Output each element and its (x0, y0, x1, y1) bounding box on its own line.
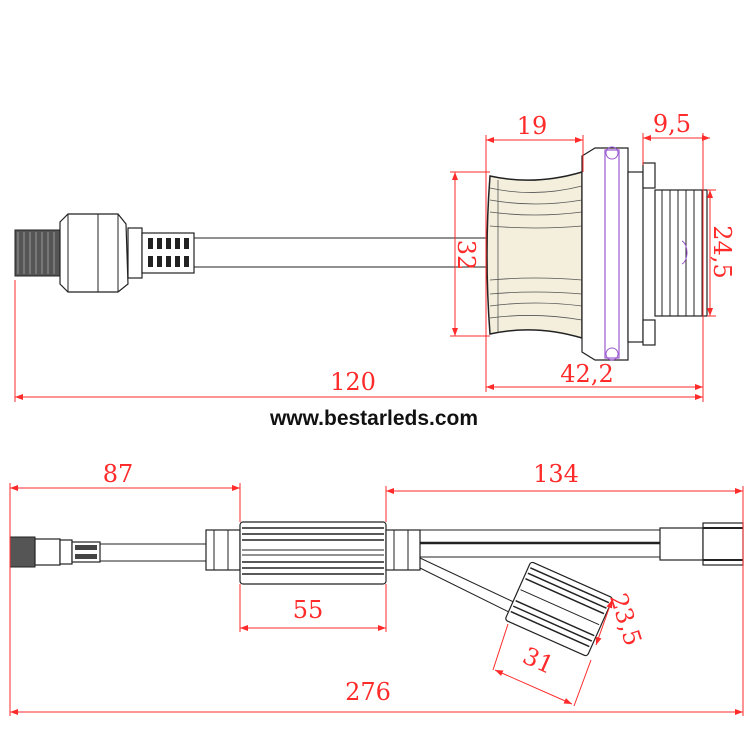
dim-thread-length: 9,5 (653, 110, 691, 138)
top-dimensions: 19 9,5 32 24,5 42,2 120 (14, 110, 736, 402)
output-cable (419, 529, 660, 616)
left-grommet (205, 529, 241, 571)
heatsink (486, 170, 583, 340)
o-ring (604, 149, 620, 359)
thread (654, 189, 708, 317)
dim-total-length-top: 120 (330, 368, 376, 396)
threaded-connector (14, 213, 195, 293)
dim-small-box-width: 23,5 (604, 590, 647, 649)
bottom-dimensions: 87 134 55 31 23,5 276 (9, 460, 744, 716)
dim-thread-diameter: 24,5 (708, 225, 736, 278)
dim-heatsink-length: 19 (517, 112, 548, 140)
cable (194, 237, 490, 268)
dim-small-box-length: 31 (519, 642, 558, 680)
flange (581, 146, 656, 361)
driver-box (239, 521, 387, 585)
dim-right-cable: 134 (533, 460, 579, 488)
top-view-bulb (14, 146, 708, 361)
dim-bulb-length: 42,2 (560, 360, 613, 388)
output-connector (659, 522, 744, 566)
dim-heatsink-diameter: 32 (452, 240, 480, 271)
website-url: www.bestarleds.com (269, 407, 478, 430)
dim-left-cable: 87 (103, 460, 134, 488)
input-connector (9, 536, 101, 568)
right-grommet (385, 529, 421, 571)
dim-driver-length: 55 (293, 596, 324, 624)
dim-total-length-bottom: 276 (345, 678, 391, 706)
